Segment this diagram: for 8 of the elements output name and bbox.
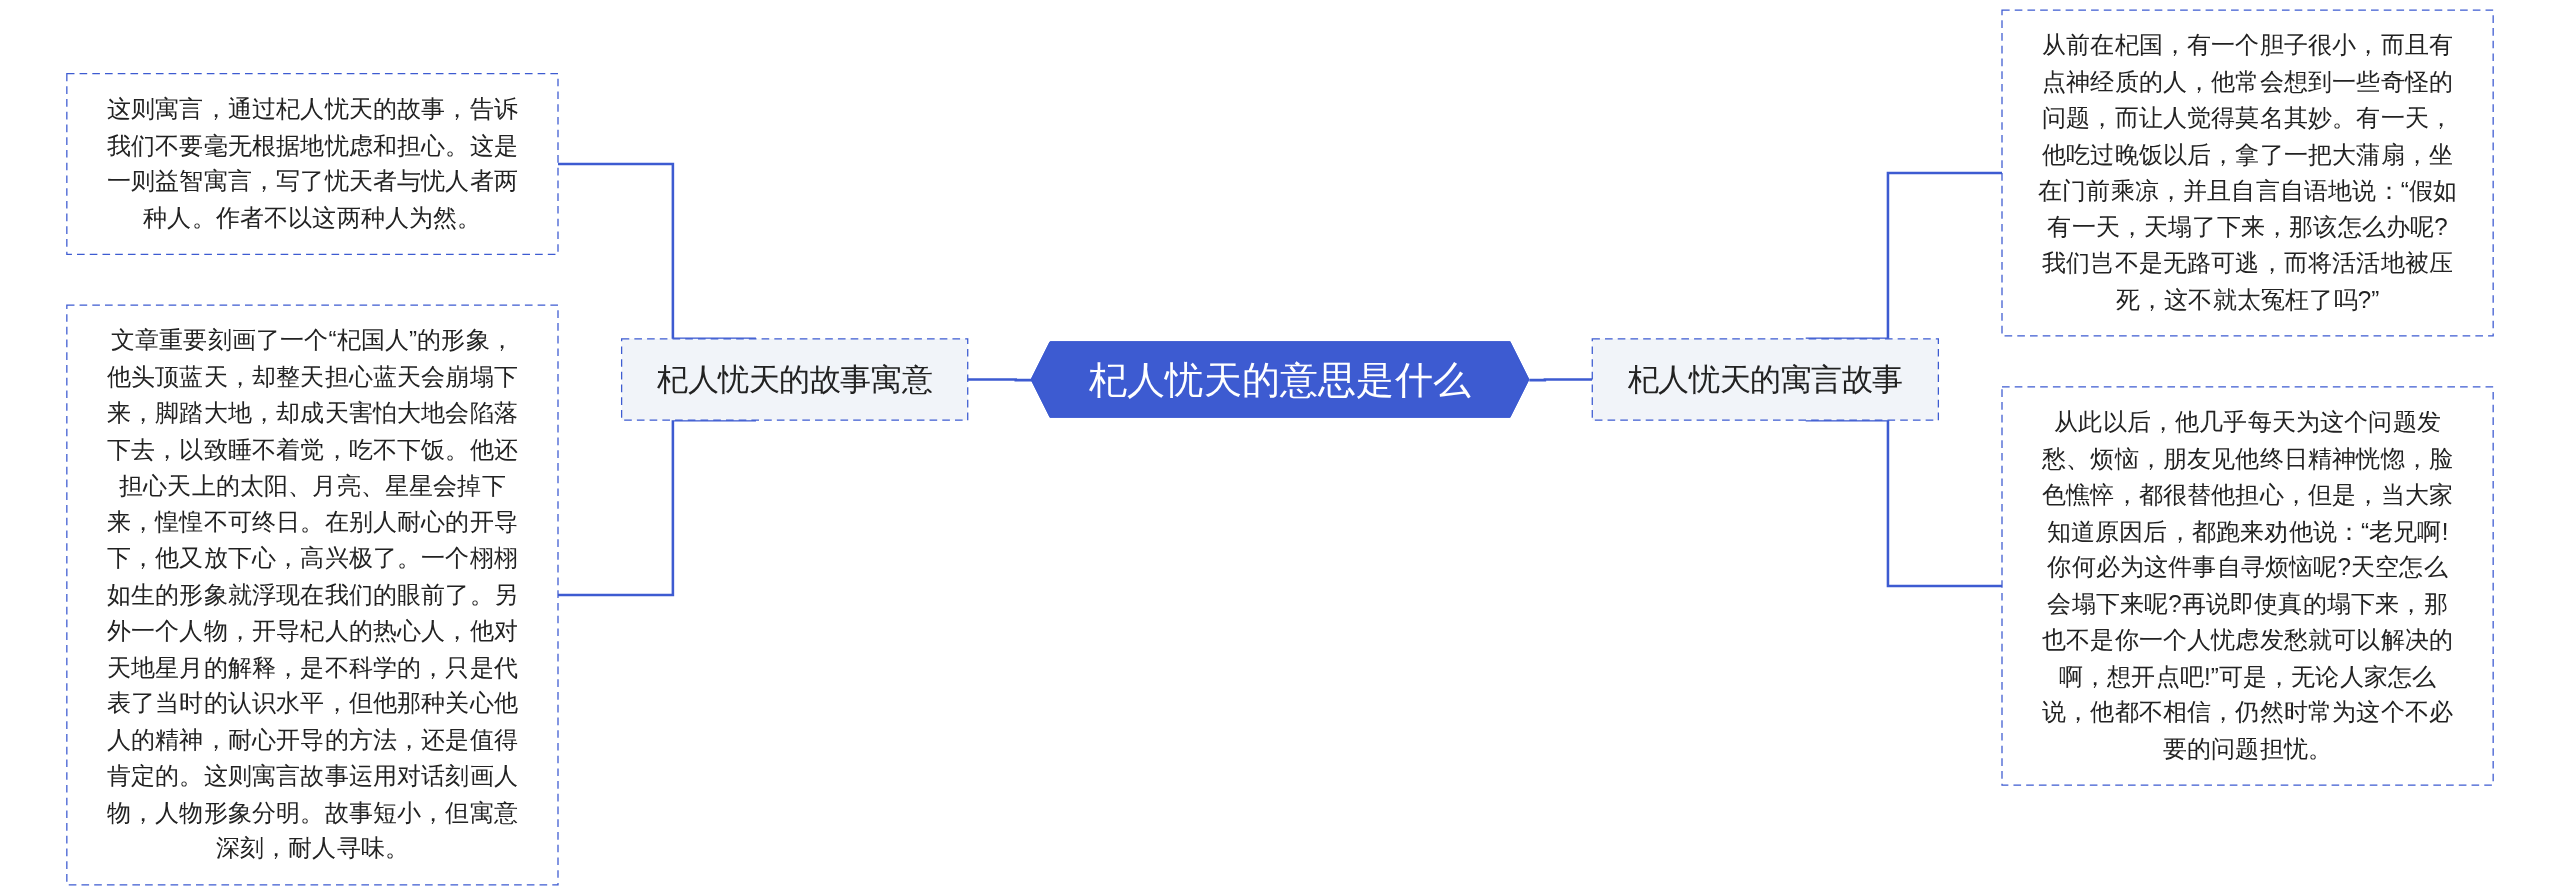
node-box: 从前在杞国，有一个胆子很小，而且有点神经质的人，他常会想到一些奇怪的问题，而让人觉得莫名其妙。有一天，他吃过晚饭以后，拿了一把大蒲扇，坐在门前乘凉，并且自言自语地说：“假如有一天，天塌了下来，那该怎么办呢?我们岂不是无路可逃，而将活活地被压死，这不就太冤枉了吗?”: [2001, 9, 2494, 337]
node-box: 这则寓言，通过杞人忧天的故事，告诉我们不要毫无根据地忧虑和担心。这是一则益智寓言，写了忧天者与忧人者两种人。作者不以这两种人为然。: [66, 73, 559, 255]
node-box: 杞人忧天的寓言故事: [1591, 338, 1939, 421]
connector: [967, 378, 1032, 382]
node-box: 从此以后，他几乎每天为这个问题发愁、烦恼，朋友见他终日精神恍惚，脸色憔悴，都很替他担心，但是，当大家知道原因后，都跑来劝他说：“老兄啊!你何必为这件事自寻烦恼呢?天空怎么会塌下来呢?再说即使真的塌下来，那也不是你一个人忧虑发愁就可以解决的啊，想开点吧!”可是，无论人家怎么说，他都不相信，仍然时常为这个不必要的问题担忧。: [2001, 386, 2494, 786]
node-box: 杞人忧天的故事寓意: [621, 338, 969, 421]
node-box: 文章重要刻画了一个“杞国人”的形象，他头顶蓝天，却整天担心蓝天会崩塌下来，脚踏大地，却成天害怕大地会陷落下去，以致睡不着觉，吃不下饭。他还担心天上的太阳、月亮、星星会掉下来，惶惶不可终日。在别人耐心的开导下，他又放下心，高兴极了。一个栩栩如生的形象就浮现在我们的眼前了。另外一个人物，开导杞人的热心人，他对天地星月的解释，是不科学的，只是代表了当时的认识水平，但他那种关心他人的精神，耐心开导的方法，还是值得肯定的。这则寓言故事运用对话刻画人物，人物形象分明。故事短小，但寓意深刻，耐人寻味。: [66, 304, 559, 886]
connector: [1529, 378, 1593, 382]
